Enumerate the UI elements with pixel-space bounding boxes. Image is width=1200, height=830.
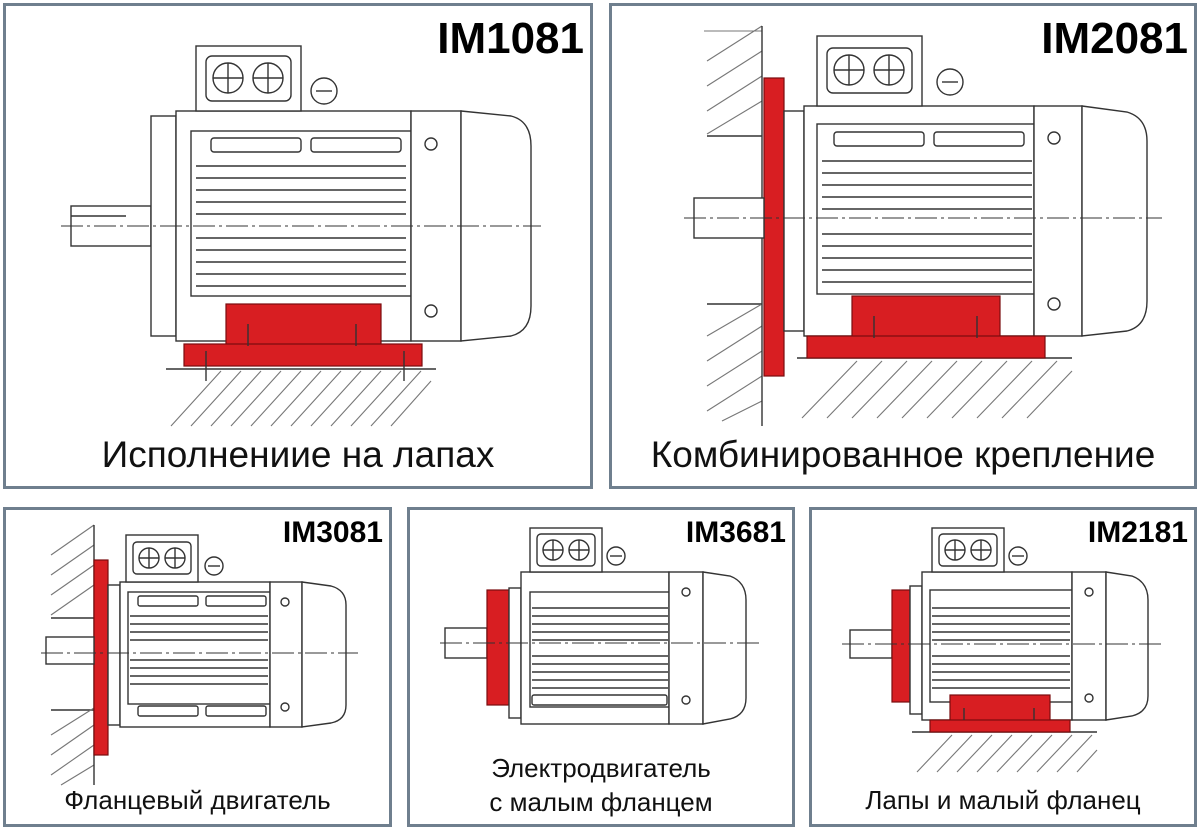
mounting-code-label: IM3681 — [685, 516, 786, 549]
mounting-caption: Исполнениие на лапах — [101, 434, 495, 475]
flange-mount-highlight — [486, 589, 510, 706]
mounting-caption: Фланцевый двигатель — [64, 785, 331, 815]
mounting-caption: Электродвигатель с малым фланцем — [410, 752, 792, 820]
flange-mount-highlight — [763, 77, 785, 377]
motor-drawing-combined-mount — [684, 25, 1162, 426]
mounting-caption: Лапы и малый фланец — [865, 785, 1141, 815]
ground-hatch — [166, 368, 436, 427]
mounting-code-label: IM2081 — [1041, 14, 1188, 63]
foot-mount-highlight — [183, 303, 423, 381]
panel-im3081: IM3081 Фланцевый двигатель — [3, 507, 392, 827]
foot-mount-highlight — [929, 694, 1071, 733]
motor-drawing-feet-small-flange — [842, 527, 1162, 773]
mounting-code-label: IM3081 — [282, 516, 383, 549]
motor-drawing-small-flange — [440, 527, 760, 725]
foot-mount-highlight — [806, 295, 1046, 359]
ground-hatch — [797, 357, 1073, 419]
mounting-caption: Комбинированное крепление — [650, 434, 1156, 475]
flange-mount-highlight — [891, 589, 911, 703]
panel-im3681: IM3681 Электродвигатель с малым фланцем — [407, 507, 795, 827]
panel-im2081: IM2081 Комбинированное крепление — [609, 3, 1197, 489]
caption-line-2: с малым фланцем — [489, 786, 713, 817]
motor-drawing-flange — [41, 524, 358, 786]
mounting-code-label: IM1081 — [437, 14, 584, 63]
panel-im2181: IM2181 Лапы и малый фланец — [809, 507, 1197, 827]
panel-im1081: IM1081 Исполнениие на лапах — [3, 3, 593, 489]
mounting-code-label: IM2181 — [1087, 516, 1188, 549]
motor-drawing-foot-mounted — [61, 45, 541, 427]
ground-hatch — [912, 731, 1098, 773]
caption-line-1: Электродвигатель — [491, 753, 711, 783]
flange-mount-highlight — [93, 559, 109, 756]
